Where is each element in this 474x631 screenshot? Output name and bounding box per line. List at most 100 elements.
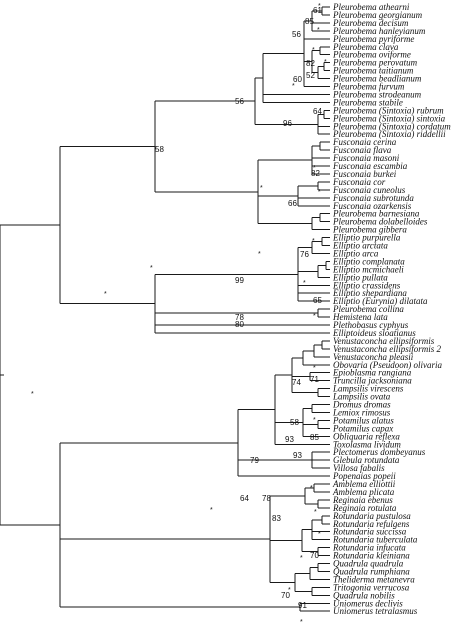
taxon-label: Rotundaria infucata (332, 543, 406, 553)
support-value: 56 (292, 30, 301, 39)
full-support-marker: * (324, 59, 327, 66)
full-support-marker: * (303, 280, 306, 287)
full-support-marker: * (313, 365, 316, 372)
taxon-label: Amblema plicata (332, 487, 395, 497)
taxon-label: Rotundaria refulgens (332, 519, 410, 529)
full-support-marker: * (300, 619, 303, 626)
full-support-marker: * (310, 485, 313, 492)
taxon-label: Venustaconcha ellipsiformis (333, 336, 435, 346)
taxon-label: Fusconaia escambia (332, 161, 408, 171)
taxon-label: Pleurobema dolabelloides (332, 217, 428, 227)
taxon-label: Elliptio crassidens (332, 280, 401, 290)
taxon-label: Lampsilis virescens (332, 384, 404, 394)
taxon-label: Pleurobema furvum (332, 82, 405, 92)
full-support-marker: * (313, 417, 316, 424)
taxon-label: Fusconaia burkei (332, 169, 397, 179)
support-value: 58 (155, 145, 164, 154)
taxon-label: Elliptio arctata (332, 241, 388, 251)
full-support-marker: * (300, 555, 303, 562)
taxon-label: Fusconaia cuneolus (332, 185, 406, 195)
taxon-label: Pleurobema (Sintoxia) cordatum (332, 121, 451, 131)
taxon-label: Lampsilis ovata (332, 392, 391, 402)
taxon-label: Pleurobema stabile (332, 97, 403, 107)
taxon-label: Fusconaia subrotunda (332, 193, 414, 203)
taxon-label: Obliquaria reflexa (333, 431, 400, 441)
taxon-label: Venustaconcha pleasii (333, 352, 414, 362)
taxon-label: Uniomerus tetralasmus (333, 606, 418, 616)
support-value: 79 (250, 456, 259, 465)
taxon-label: Glebula rotundata (333, 455, 400, 465)
support-value: 61 (313, 6, 322, 15)
support-value: 91 (298, 601, 307, 610)
taxon-label: Pleurobema clava (332, 42, 399, 52)
full-support-marker: * (317, 27, 320, 34)
taxon-label: Pleurobema (Sintoxia) rubrum (332, 105, 444, 115)
support-value: 64 (240, 494, 249, 503)
support-value: 74 (292, 378, 301, 387)
taxon-label: Fusconaia cerina (332, 137, 397, 147)
taxon-label: Villosa fabalis (333, 463, 385, 473)
taxon-label: Fusconaia flava (332, 145, 392, 155)
full-support-marker: * (313, 165, 316, 172)
full-support-marker: * (104, 291, 107, 298)
taxon-label: Elliptoideus sloatianus (332, 328, 416, 338)
taxon-label: Pleurobema decisum (332, 18, 409, 28)
full-support-marker: * (258, 251, 261, 258)
support-value: 85 (310, 433, 319, 442)
taxon-label: Elliptio arca (332, 248, 379, 258)
taxon-label: Reginaia ebenus (332, 495, 393, 505)
full-support-marker: * (318, 531, 321, 538)
support-value: 82 (311, 169, 320, 178)
taxon-label: Pleurobema hanleyianum (332, 26, 426, 36)
taxon-label: Hemistena lata (332, 312, 388, 322)
support-value: 83 (272, 514, 281, 523)
taxon-label: Pleurobema pyriforme (332, 34, 414, 44)
support-value: 93 (285, 435, 294, 444)
taxon-label: Elliptio purpurella (332, 233, 401, 243)
taxon-label: Theliderma metanevra (333, 574, 415, 584)
support-value: 64 (313, 107, 322, 116)
full-support-marker: * (292, 83, 295, 90)
taxon-label: Fusconaia cor (332, 177, 386, 187)
taxon-label: Tritogonia verrucosa (333, 582, 410, 592)
support-value: 71 (310, 375, 319, 384)
taxon-label: Fusconaia ozarkensis (332, 201, 412, 211)
taxon-label: Quadrula nobilis (333, 590, 395, 600)
taxon-label: Pleurobema (Sintoxia) sintoxia (332, 113, 446, 123)
taxon-label: Quadrula quadrula (333, 559, 404, 569)
support-value: 93 (293, 451, 302, 460)
support-value: 82 (306, 59, 315, 68)
full-support-marker: * (150, 265, 153, 272)
taxon-label: Pleurobema perovatum (332, 58, 418, 68)
support-value: 85 (305, 17, 314, 26)
taxon-label: Rotundaria succissa (332, 527, 407, 537)
taxon-label: Pleurobema collina (332, 304, 404, 314)
taxon-label: Rotundaria kleiniana (332, 551, 410, 561)
full-support-marker: * (313, 313, 316, 320)
taxon-label: Rotundaria tuberculata (332, 535, 418, 545)
taxon-label: Epioblasma rangiana (332, 368, 412, 378)
taxon-label: Dromus dromas (332, 400, 391, 410)
taxon-label: Lemiox rimosus (332, 407, 391, 417)
support-value: 99 (235, 276, 244, 285)
support-value: 66 (288, 199, 297, 208)
support-value: 96 (283, 119, 292, 128)
taxon-label: Potamilus alatus (332, 415, 394, 425)
taxon-label: Venustaconcha ellipsiformis 2 (333, 344, 441, 354)
support-value: 65 (313, 296, 322, 305)
taxon-label: Toxolasma lividum (333, 439, 401, 449)
full-support-marker: * (312, 47, 315, 54)
full-support-marker: * (318, 189, 321, 196)
taxon-label: Truncilla jacksoniana (333, 376, 412, 386)
support-value: 76 (300, 250, 309, 259)
support-value: 70 (310, 551, 319, 560)
taxon-label: Elliptio mcmichaeli (332, 264, 404, 274)
full-support-marker: * (210, 507, 213, 514)
taxon-label: Elliptio complanata (332, 256, 405, 266)
support-value: 56 (235, 97, 244, 106)
support-value: 80 (235, 320, 244, 329)
taxon-label: Pleurobema taitianum (332, 66, 414, 76)
